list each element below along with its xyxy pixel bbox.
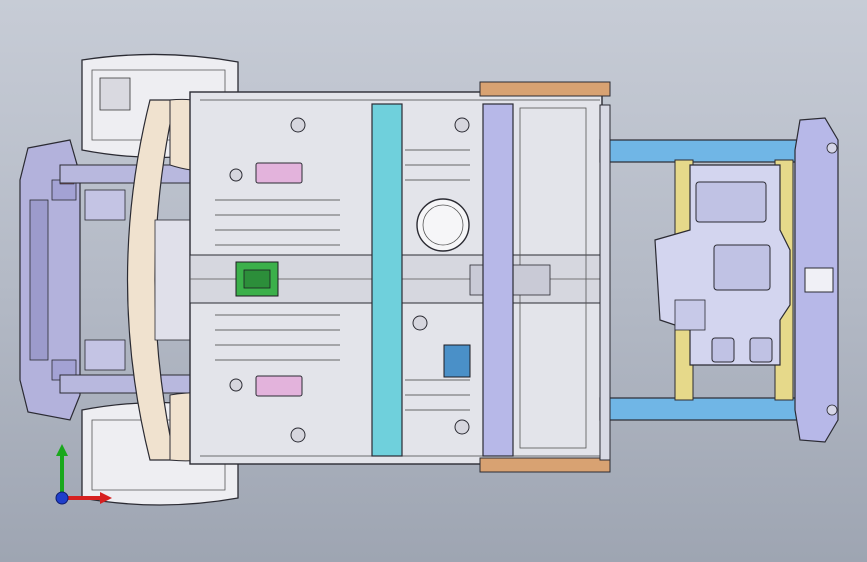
triad-x-arrow bbox=[100, 492, 112, 504]
coordinate-triad-icon bbox=[55, 444, 112, 505]
triad-y-arrow bbox=[56, 444, 68, 456]
rear-crossmember bbox=[482, 103, 514, 457]
rear-bumper-bracket bbox=[794, 117, 839, 443]
rear-floor-tray bbox=[654, 164, 791, 366]
center-crossmember bbox=[371, 103, 403, 457]
rear-frame-rails bbox=[599, 104, 801, 461]
triad-z-axis bbox=[55, 491, 69, 505]
